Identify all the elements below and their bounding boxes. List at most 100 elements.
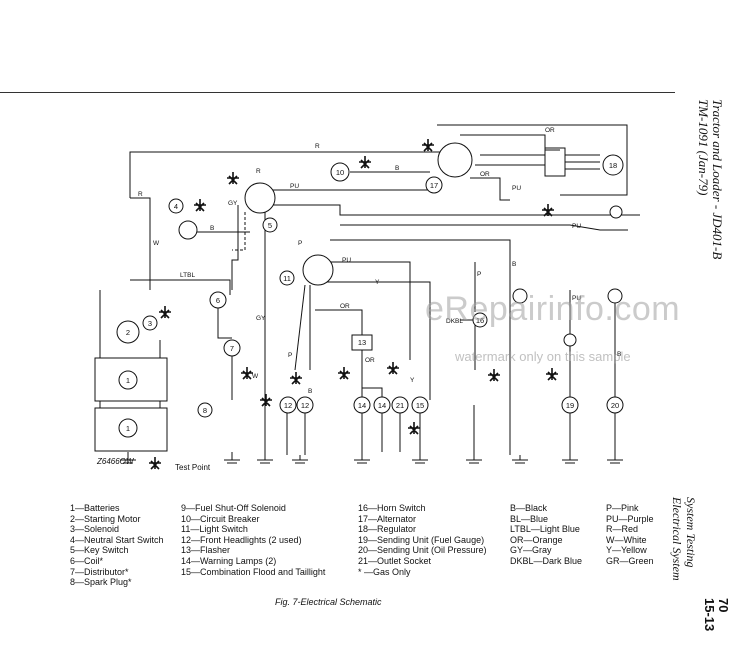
legend-item: 5—Key Switch: [70, 545, 129, 556]
num-12a: 12: [284, 401, 292, 410]
wire-label-b3: B: [308, 388, 312, 395]
watermark-sub: watermark only on this sample: [455, 349, 631, 364]
legend-item: * —Gas Only: [358, 566, 411, 577]
test-point-icon-2: [159, 139, 558, 435]
wire-label-pu: PU: [290, 183, 299, 190]
wire-label-r: R: [315, 143, 320, 150]
wire-or-flasher: [315, 309, 363, 335]
wire-pu-main: [270, 204, 640, 216]
side-title-line2: TM-1091 (Jan-79): [696, 99, 711, 196]
num-3: 3: [148, 319, 152, 328]
wire-or-mid: [470, 177, 510, 201]
legend-item: R—Red: [606, 524, 639, 535]
wire-label-pu5: PU: [572, 295, 581, 302]
legend-components-3: 16—Horn Switch 17—Alternator 18—Regulato…: [358, 503, 487, 577]
num-17: 17: [430, 181, 438, 190]
battery-1b: [94, 407, 168, 452]
wire-label-or4: OR: [365, 357, 375, 364]
num-11: 11: [283, 274, 291, 283]
legend-colors-2: P—Pink PU—Purple R—Red W—White Y—Yellow …: [606, 503, 654, 567]
legend-item: 15—Combination Flood and Taillight: [181, 566, 326, 577]
lamp-stems: [286, 405, 616, 455]
num-6: 6: [216, 296, 220, 305]
num-1a: 1: [126, 376, 130, 385]
legend-item: 10—Circuit Breaker: [181, 513, 260, 524]
legend-colors-1: B—Black BL—Blue LTBL—Light Blue OR—Orang…: [510, 503, 582, 567]
side-title-line1: Tractor and Loader - JD401-B: [710, 99, 725, 260]
wire-dashed: [232, 212, 246, 251]
watermark-main: eRepairinfo.com: [425, 290, 681, 328]
wire-label-dkbl: DKBL: [446, 318, 463, 325]
header-rule: [0, 92, 675, 93]
wire-gy-key: [231, 205, 239, 290]
legend-item: GY—Gray: [510, 545, 552, 556]
legend-item: B—Black: [510, 503, 548, 513]
wire-or-top: [460, 134, 560, 151]
grounds: [120, 452, 623, 464]
num-19: 19: [566, 401, 574, 410]
side-title: Tractor and Loader - JD401-B TM-1091 (Ja…: [696, 99, 725, 260]
num-4: 4: [174, 202, 178, 211]
wire-p-left: [294, 284, 306, 371]
wire-label-or2: OR: [480, 171, 490, 178]
side-section: System Testing Electrical System: [670, 497, 698, 581]
legend-item: 16—Horn Switch: [358, 503, 426, 513]
num-18: 18: [609, 161, 617, 170]
num-20: 20: [611, 401, 619, 410]
wire-pu-light: [330, 261, 411, 360]
page-number-line2: 15-13: [702, 598, 717, 632]
legend-item: 21—Outlet Socket: [358, 555, 432, 566]
legend-item: 11—Light Switch: [181, 524, 248, 535]
legend-item: PU—Purple: [606, 513, 654, 524]
wire-label-b4: B: [512, 261, 516, 268]
num-14a: 14: [358, 401, 366, 410]
legend-components-1: 1—Batteries 2—Starting Motor 3—Solenoid …: [70, 503, 164, 588]
num-13: 13: [358, 338, 366, 347]
legend-item: 3—Solenoid: [70, 524, 120, 535]
num-10: 10: [336, 168, 344, 177]
wire-ltbl: [130, 279, 231, 295]
wire-label-p2: P: [288, 352, 292, 359]
legend-item: W—White: [606, 534, 647, 545]
regulator-leads: [565, 154, 600, 170]
num-12b: 12: [301, 401, 309, 410]
wire-coil: [217, 305, 232, 339]
wire-label-pu3: PU: [572, 223, 581, 230]
battery-links: [99, 290, 161, 408]
legend-item: P—Pink: [606, 503, 639, 513]
wire-label-ltbl: LTBL: [180, 272, 195, 279]
num-21: 21: [396, 401, 404, 410]
num-1b: 1: [126, 424, 130, 433]
wire-label-r3: R: [138, 191, 143, 198]
legend-item: OR—Orange: [510, 534, 563, 545]
legend-item: Y—Yellow: [606, 545, 647, 556]
wire-label-gy: GY: [228, 200, 238, 207]
legend-components-2: 9—Fuel Shut-Off Solenoid 10—Circuit Brea…: [181, 503, 325, 577]
wire-label-w: W: [153, 240, 160, 247]
wire-label-or: OR: [545, 127, 555, 134]
legend-item: 1—Batteries: [70, 503, 120, 513]
wire-pu-long: [340, 224, 628, 231]
regulator-box: [437, 124, 628, 196]
wire-b-long: [330, 239, 511, 285]
wire-label-pu4: PU: [342, 257, 351, 264]
num-16: 16: [476, 316, 484, 325]
test-point-label: Test Point: [175, 463, 211, 472]
num-5: 5: [268, 221, 272, 230]
legend-item: 17—Alternator: [358, 513, 417, 524]
legend-item: 12—Front Headlights (2 used): [181, 534, 302, 545]
wire-label-b: B: [395, 165, 399, 172]
wire-r-top: [129, 151, 440, 198]
battery-1a: [94, 357, 168, 402]
legend-item: DKBL—Dark Blue: [510, 555, 583, 566]
legend-item: 7—Distributor*: [70, 566, 129, 577]
wire-label-b5: B: [617, 351, 621, 358]
legend-item: 19—Sending Unit (Fuel Gauge): [358, 534, 485, 545]
side-section-line1: System Testing: [684, 497, 698, 568]
wire-y: [320, 281, 431, 400]
page-number: 70 15-13: [702, 598, 731, 632]
num-15: 15: [416, 401, 424, 410]
legend-item: 13—Flasher: [181, 545, 231, 556]
